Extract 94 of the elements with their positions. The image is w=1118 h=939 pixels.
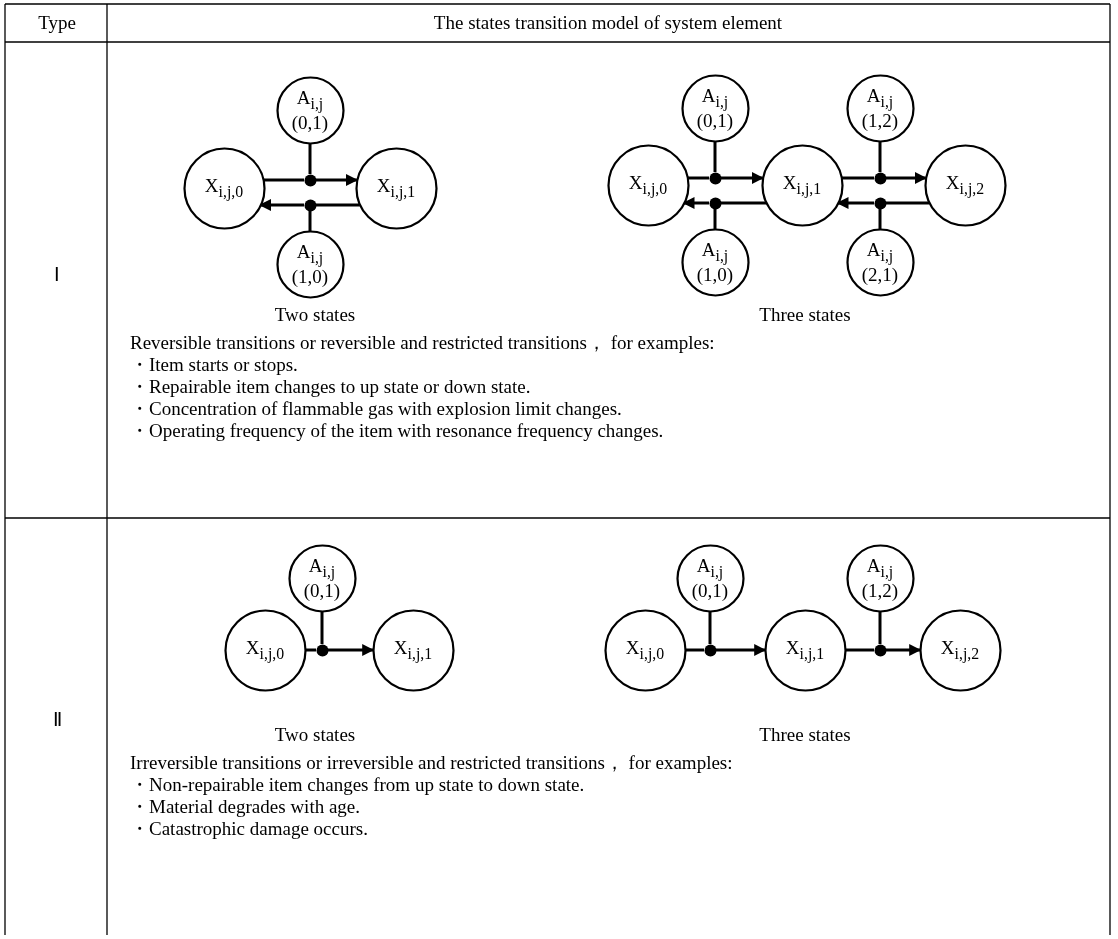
transition-circle: [675, 543, 745, 613]
junction-dot: [707, 170, 723, 186]
connector-line: [685, 648, 704, 652]
bullet-item: ・Concentration of flammable gas with explosion limit changes.: [130, 398, 622, 420]
connector-line: [886, 201, 930, 205]
bullet-item: ・Material degrades with age.: [130, 796, 361, 818]
variable-label: A$_{i,j}$: [696, 556, 724, 581]
diagram-caption: Three states: [759, 304, 851, 326]
transition-circle: [287, 543, 357, 613]
state-circle: [606, 143, 690, 227]
transition-circle: [275, 229, 345, 299]
arrow: [259, 199, 304, 211]
transition-circle: [275, 75, 345, 145]
connector-line: [687, 176, 709, 180]
state-circle: [354, 146, 438, 230]
arrow: [886, 172, 927, 184]
state-circle: [371, 608, 455, 692]
transition-index: (1,0): [291, 266, 329, 286]
bullet-item: ・Item starts or stops.: [130, 354, 298, 376]
transition-circle: [845, 227, 915, 297]
transition-index: (1,0): [696, 264, 734, 284]
transition-index: (2,1): [861, 264, 899, 284]
column-header: Type: [38, 12, 76, 34]
variable-label: X$_{i,j,2}$: [940, 637, 980, 663]
junction-dot: [302, 197, 318, 213]
connector-line: [878, 141, 882, 172]
arrow: [721, 172, 764, 184]
variable-label: X$_{i,j,1}$: [782, 172, 822, 198]
variable-label: X$_{i,j,0}$: [628, 172, 668, 198]
column-header: The states transition model of system element: [433, 12, 783, 34]
junction-dot: [702, 642, 718, 658]
connector-line: [708, 611, 712, 644]
variable-label: X$_{i,j,0}$: [204, 175, 244, 201]
connector-line: [841, 176, 874, 180]
description-text: Irreversible transitions or irreversible and restricted transitions， for examples:: [130, 752, 733, 774]
row-label: Ⅱ: [52, 709, 62, 731]
connector-line: [320, 611, 324, 644]
connector-line: [878, 209, 882, 229]
transition-circle: [680, 73, 750, 143]
diagram-caption: Two states: [274, 724, 356, 746]
junction-dot: [872, 642, 888, 658]
connector-line: [263, 178, 304, 182]
connector-line: [721, 201, 767, 205]
connector-line: [308, 211, 312, 231]
transition-index: (1,2): [861, 580, 899, 600]
variable-label: X$_{i,j,1}$: [376, 175, 416, 201]
variable-label: X$_{i,j,1}$: [785, 637, 825, 663]
transition-circle: [845, 543, 915, 613]
variable-label: A$_{i,j}$: [866, 86, 894, 111]
transition-index: (0,1): [696, 110, 734, 130]
bullet-item: ・Catastrophic damage occurs.: [130, 818, 368, 840]
junction-dot: [872, 170, 888, 186]
connector-line: [845, 648, 874, 652]
bullet-item: ・Repairable item changes to up state or down state.: [130, 376, 531, 398]
description-text: Reversible transitions or reversible and restricted transitions， for examples:: [130, 332, 715, 354]
state-circle: [923, 143, 1007, 227]
state-circle: [760, 143, 844, 227]
state-circle: [918, 608, 1002, 692]
variable-label: X$_{i,j,0}$: [625, 637, 665, 663]
transition-circle: [845, 73, 915, 143]
arrow: [316, 174, 358, 186]
transition-index: (0,1): [303, 580, 341, 600]
junction-dot: [314, 642, 330, 658]
diagram-caption: Two states: [274, 304, 356, 326]
state-circle: [223, 608, 307, 692]
transition-index: (0,1): [691, 580, 729, 600]
variable-label: X$_{i,j,0}$: [245, 637, 285, 663]
row-label: Ⅰ: [54, 264, 60, 286]
state-circle: [603, 608, 687, 692]
connector-line: [713, 209, 717, 229]
transition-index: (0,1): [291, 112, 329, 132]
variable-label: A$_{i,j}$: [296, 242, 324, 267]
variable-label: A$_{i,j}$: [866, 240, 894, 265]
bullet-item: ・Non-repairable item changes from up state to down state.: [130, 774, 585, 796]
bullet-item: ・Operating frequency of the item with resonance frequency changes.: [130, 420, 664, 442]
variable-label: A$_{i,j}$: [866, 556, 894, 581]
junction-dot: [872, 195, 888, 211]
transition-index: (1,2): [861, 110, 899, 130]
junction-dot: [707, 195, 723, 211]
diagram-caption: Three states: [759, 724, 851, 746]
variable-label: A$_{i,j}$: [308, 556, 336, 581]
variable-label: A$_{i,j}$: [701, 86, 729, 111]
variable-label: A$_{i,j}$: [701, 240, 729, 265]
connector-line: [713, 141, 717, 172]
variable-label: A$_{i,j}$: [296, 88, 324, 113]
connector-line: [316, 203, 360, 207]
connector-line: [308, 143, 312, 174]
state-circle: [182, 146, 266, 230]
connector-line: [878, 611, 882, 644]
variable-label: X$_{i,j,1}$: [393, 637, 433, 663]
junction-dot: [302, 172, 318, 188]
transition-circle: [680, 227, 750, 297]
state-circle: [763, 608, 847, 692]
variable-label: X$_{i,j,2}$: [945, 172, 985, 198]
